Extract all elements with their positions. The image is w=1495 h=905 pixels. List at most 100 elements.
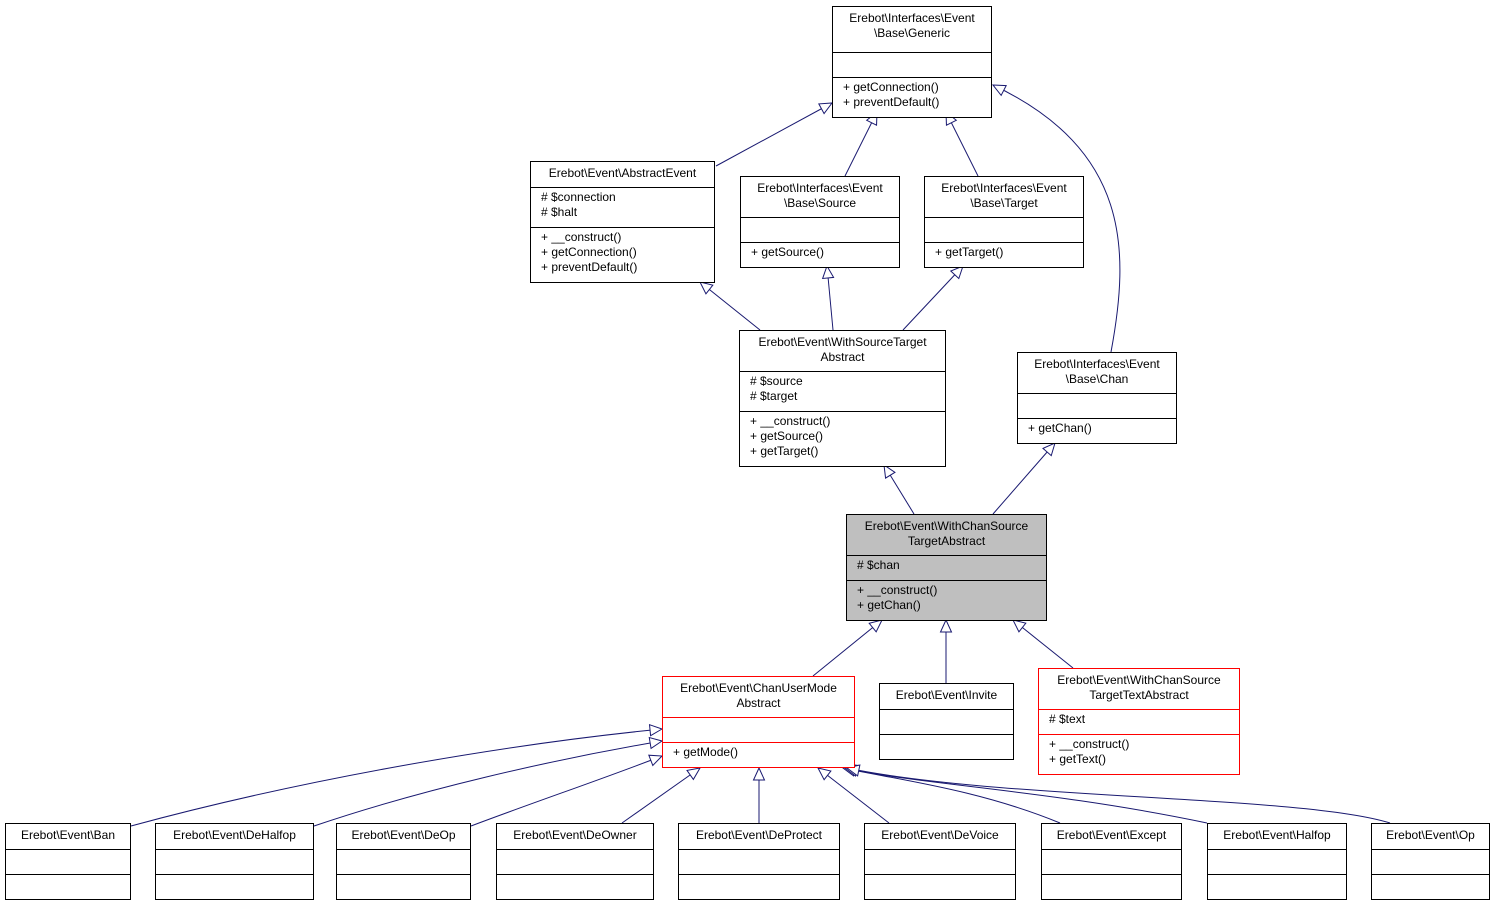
attributes-section — [679, 849, 839, 874]
edge-chan-user-mode-to-with-chan — [812, 619, 883, 677]
attributes-section — [880, 709, 1013, 734]
class-box-de-halfop[interactable]: Erebot\Event\DeHalfop — [155, 823, 314, 900]
operations-section — [497, 874, 653, 899]
class-name-line: \Base\Target — [970, 196, 1038, 210]
class-name-section: Erebot\Interfaces\Event\Base\Source — [741, 177, 899, 217]
class-name-line: Erebot\Event\DeOp — [351, 828, 456, 842]
arrowhead-abstract-event-to-generic — [818, 102, 834, 115]
operations-section: + getMode() — [663, 742, 854, 767]
operations-section — [880, 734, 1013, 759]
attribute-item: # $connection — [541, 190, 616, 204]
attributes-section — [865, 849, 1015, 874]
operation-item: + getConnection() — [541, 245, 637, 259]
operations-section: + __construct()+ getText() — [1039, 734, 1239, 774]
class-box-de-owner[interactable]: Erebot\Event\DeOwner — [496, 823, 654, 900]
class-name-line: Erebot\Interfaces\Event — [941, 181, 1067, 195]
class-name-section: Erebot\Interfaces\Event\Base\Generic — [833, 7, 991, 52]
class-box-target[interactable]: Erebot\Interfaces\Event\Base\Target + get… — [924, 176, 1084, 268]
class-name-section: Erebot\Event\Halfop — [1208, 824, 1346, 849]
arrowhead-invite-to-with-chan — [939, 618, 953, 633]
edge-with-source-target-to-abstract-event — [699, 281, 761, 331]
operation-item: + __construct() — [750, 414, 831, 428]
class-box-source[interactable]: Erebot\Interfaces\Event\Base\Source + get… — [740, 176, 900, 268]
edge-op-to-chan-user-mode — [846, 767, 1391, 824]
operation-item: + getSource() — [751, 245, 825, 259]
operations-section — [1372, 874, 1489, 899]
attributes-section — [833, 52, 991, 77]
class-name-line: Erebot\Event\DeHalfop — [173, 828, 296, 842]
class-box-de-protect[interactable]: Erebot\Event\DeProtect — [678, 823, 840, 900]
attributes-section — [663, 717, 854, 742]
edge-except-to-chan-user-mode — [842, 767, 1061, 824]
operations-section: + __construct()+ getChan() — [847, 580, 1046, 620]
operations-section: + getChan() — [1018, 418, 1176, 443]
operation-item: + getConnection() — [843, 80, 939, 94]
operations-section: + getTarget() — [925, 242, 1083, 267]
class-name-section: Erebot\Event\AbstractEvent — [531, 162, 714, 187]
attribute-item: # $source — [750, 374, 803, 388]
operation-item: + preventDefault() — [541, 260, 638, 274]
class-name-section: Erebot\Event\Except — [1042, 824, 1181, 849]
class-box-halfop[interactable]: Erebot\Event\Halfop — [1207, 823, 1347, 900]
class-name-section: Erebot\Event\Invite — [880, 684, 1013, 709]
attribute-item: # $target — [750, 389, 798, 403]
operations-section — [865, 874, 1015, 899]
operation-item: + getTarget() — [935, 245, 1004, 259]
class-name-section: Erebot\Event\DeOp — [337, 824, 470, 849]
operation-item: + __construct() — [541, 230, 622, 244]
attributes-section — [6, 849, 130, 874]
class-name-line: Erebot\Event\Op — [1386, 828, 1475, 842]
edge-ban-to-chan-user-mode — [130, 728, 663, 827]
class-box-ban[interactable]: Erebot\Event\Ban — [5, 823, 131, 900]
class-box-op[interactable]: Erebot\Event\Op — [1371, 823, 1490, 900]
class-box-de-op[interactable]: Erebot\Event\DeOp — [336, 823, 471, 900]
edge-halfop-to-chan-user-mode — [844, 767, 1208, 824]
operation-item: + getChan() — [1028, 421, 1092, 435]
arrowhead-with-source-target-to-abstract-event — [699, 281, 714, 295]
attributes-section — [497, 849, 653, 874]
class-name-line: TargetTextAbstract — [1089, 688, 1189, 702]
operations-section: + getSource() — [741, 242, 899, 267]
class-name-section: Erebot\Event\Op — [1372, 824, 1489, 849]
attribute-item: # $text — [1049, 712, 1086, 726]
operations-section — [1042, 874, 1181, 899]
arrowhead-with-source-target-to-source — [821, 264, 835, 280]
class-name-section: Erebot\Interfaces\Event\Base\Target — [925, 177, 1083, 217]
class-box-abstract-event[interactable]: Erebot\Event\AbstractEvent# $connection#… — [530, 161, 715, 283]
attributes-section — [1042, 849, 1181, 874]
arrowhead-deprotect-to-chan-user-mode — [752, 766, 766, 781]
class-name-section: Erebot\Event\DeProtect — [679, 824, 839, 849]
operation-item: + __construct() — [857, 583, 938, 597]
attributes-section — [156, 849, 313, 874]
class-box-except[interactable]: Erebot\Event\Except — [1041, 823, 1182, 900]
arrowhead-dehalfop-to-chan-user-mode — [648, 736, 664, 750]
class-box-de-voice[interactable]: Erebot\Event\DeVoice — [864, 823, 1016, 900]
class-name-line: Erebot\Event\DeProtect — [695, 828, 823, 842]
class-name-line: Abstract — [820, 350, 865, 364]
class-box-chan[interactable]: Erebot\Interfaces\Event\Base\Chan+ getCh… — [1017, 352, 1177, 444]
class-name-line: \Base\Source — [783, 196, 857, 210]
operations-section: + __construct()+ getSource()+ getTarget(… — [740, 411, 945, 466]
edge-with-chan-to-chan — [992, 442, 1056, 515]
class-name-line: Erebot\Event\DeOwner — [513, 828, 637, 842]
class-name-line: Abstract — [736, 696, 781, 710]
class-name-line: Erebot\Event\Halfop — [1223, 828, 1331, 842]
class-name-line: Erebot\Event\WithChanSource — [864, 519, 1029, 533]
operation-item: + getText() — [1049, 752, 1107, 766]
attributes-section — [1018, 393, 1176, 418]
edge-text-abstract-to-with-chan — [1012, 619, 1074, 669]
class-box-generic[interactable]: Erebot\Interfaces\Event\Base\Generic + ge… — [832, 6, 992, 118]
edge-deowner-to-chan-user-mode — [621, 767, 701, 824]
edge-with-source-target-to-target — [902, 265, 964, 331]
class-box-invite[interactable]: Erebot\Event\Invite — [879, 683, 1014, 760]
arrowhead-chan-to-generic — [991, 84, 1007, 97]
operation-item: + getSource() — [750, 429, 824, 443]
class-name-line: TargetAbstract — [907, 534, 986, 548]
attributes-section: # $chan — [847, 555, 1046, 580]
edge-dehalfop-to-chan-user-mode — [313, 740, 663, 827]
